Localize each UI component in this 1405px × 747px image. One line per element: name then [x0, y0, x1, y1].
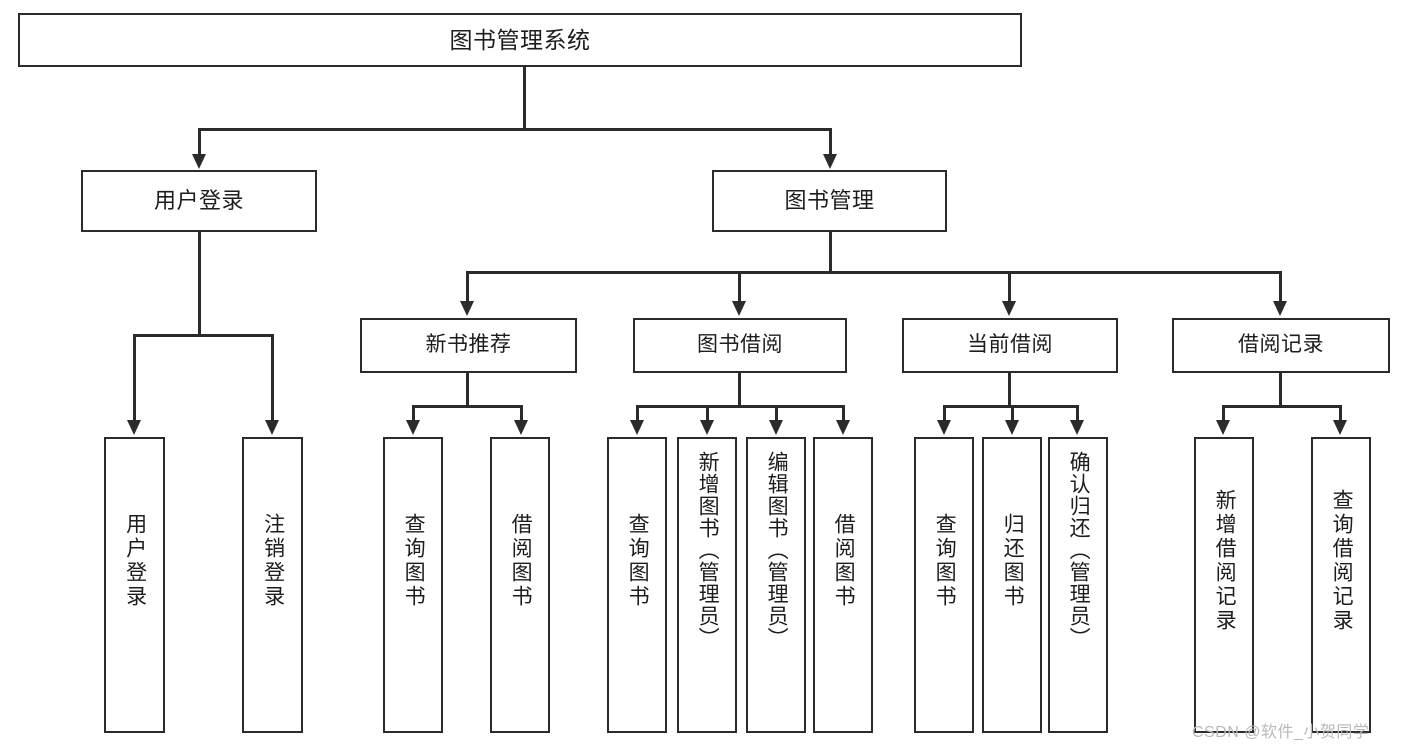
- connector-root-bar: [198, 128, 832, 131]
- connector-current-borrow-leaf-3: [1076, 405, 1079, 421]
- node-borrow-record[interactable]: 借阅记录: [1172, 318, 1390, 373]
- arrowhead-book-borrow-leaf-2: [700, 420, 714, 435]
- connector-book-manage-bar: [466, 271, 1280, 274]
- connector-borrow-record-bar: [1222, 405, 1341, 408]
- arrowhead-leaf-logout: [265, 420, 279, 435]
- leaf-query-book-recommend[interactable]: 查询图书: [383, 437, 443, 733]
- connector-user-login-leaf-1: [133, 334, 136, 421]
- node-label: 借阅记录: [1238, 333, 1324, 357]
- connector-new-book-stem: [466, 373, 469, 406]
- connector-current-borrow-leaf-2: [1011, 405, 1014, 421]
- node-current-borrow[interactable]: 当前借阅: [902, 318, 1118, 373]
- connector-root-to-book-manage: [829, 128, 832, 156]
- watermark-label: CSDN @软件_小贺同学: [1192, 724, 1370, 741]
- node-book-manage[interactable]: 图书管理: [712, 170, 947, 232]
- leaf-return-book[interactable]: 归还图书: [982, 437, 1042, 733]
- connector-new-book-bar: [412, 405, 522, 408]
- node-label: 注销登录: [261, 513, 285, 609]
- arrowhead-new-book-leaf-2: [514, 420, 528, 435]
- connector-borrow-record-leaf-1: [1222, 405, 1225, 421]
- arrowhead-current-borrow-leaf-1: [937, 420, 951, 435]
- arrowhead-borrow-record: [1273, 301, 1287, 316]
- arrowhead-borrow-record-leaf-2: [1333, 420, 1347, 435]
- leaf-borrow-book[interactable]: 借阅图书: [813, 437, 873, 733]
- node-label: 用户登录: [123, 513, 147, 609]
- connector-book-borrow-leaf-4: [842, 405, 845, 421]
- connector-book-borrow-leaf-1: [636, 405, 639, 421]
- connector-to-book-borrow: [738, 271, 741, 303]
- connector-borrow-record-leaf-2: [1339, 405, 1342, 421]
- node-label: 查询图书: [626, 513, 650, 609]
- leaf-logout[interactable]: 注销登录: [242, 437, 303, 733]
- node-label: 编辑图书（管理员）: [765, 451, 789, 649]
- arrowhead-book-manage: [823, 154, 837, 169]
- connector-book-borrow-stem: [738, 373, 741, 406]
- node-label: 当前借阅: [967, 333, 1053, 357]
- arrowhead-book-borrow: [732, 301, 746, 316]
- leaf-query-book-borrow[interactable]: 查询图书: [607, 437, 667, 733]
- node-label: 用户登录: [153, 188, 244, 214]
- leaf-query-borrow-record[interactable]: 查询借阅记录: [1311, 437, 1371, 733]
- node-label: 借阅图书: [509, 513, 533, 609]
- connector-new-book-leaf-1: [412, 405, 415, 421]
- node-book-borrow[interactable]: 图书借阅: [633, 318, 847, 373]
- node-label: 查询图书: [402, 513, 426, 609]
- leaf-add-borrow-record[interactable]: 新增借阅记录: [1194, 437, 1254, 733]
- connector-book-borrow-leaf-3: [775, 405, 778, 421]
- connector-root-to-user-login: [198, 128, 201, 156]
- arrowhead-current-borrow-leaf-2: [1005, 420, 1019, 435]
- node-label: 查询图书: [933, 513, 957, 609]
- connector-book-borrow-leaf-2: [706, 405, 709, 421]
- arrowhead-book-borrow-leaf-3: [769, 420, 783, 435]
- leaf-edit-book-admin[interactable]: 编辑图书（管理员）: [746, 437, 806, 733]
- leaf-borrow-book-recommend[interactable]: 借阅图书: [490, 437, 550, 733]
- connector-current-borrow-leaf-1: [943, 405, 946, 421]
- arrowhead-book-borrow-leaf-4: [836, 420, 850, 435]
- leaf-confirm-return-admin[interactable]: 确认归还（管理员）: [1048, 437, 1108, 733]
- node-label: 新增图书（管理员）: [696, 451, 720, 649]
- connector-user-login-stem: [198, 232, 201, 334]
- node-label: 查询借阅记录: [1330, 489, 1354, 633]
- node-label: 图书管理系统: [449, 26, 591, 53]
- node-label: 借阅图书: [832, 513, 856, 609]
- node-label: 新增借阅记录: [1213, 489, 1237, 633]
- connector-user-login-leaf-2: [271, 334, 274, 421]
- node-label: 图书借阅: [697, 333, 783, 357]
- leaf-add-book-admin[interactable]: 新增图书（管理员）: [677, 437, 737, 733]
- node-label: 新书推荐: [425, 333, 512, 357]
- connector-book-borrow-bar: [636, 405, 844, 408]
- connector-new-book-leaf-2: [520, 405, 523, 421]
- arrowhead-new-book: [460, 301, 474, 316]
- arrowhead-leaf-user-login: [127, 420, 141, 435]
- connector-current-borrow-stem: [1008, 373, 1011, 406]
- connector-user-login-bar: [133, 334, 273, 337]
- arrowhead-new-book-leaf-1: [406, 420, 420, 435]
- connector-current-borrow-bar: [943, 405, 1078, 408]
- node-label: 确认归还（管理员）: [1067, 451, 1091, 649]
- connector-to-borrow-record: [1279, 271, 1282, 303]
- connector-root-stem: [523, 67, 526, 128]
- leaf-user-login[interactable]: 用户登录: [104, 437, 165, 733]
- node-user-login[interactable]: 用户登录: [81, 170, 317, 232]
- node-root-system[interactable]: 图书管理系统: [18, 13, 1022, 67]
- connector-to-new-book: [466, 271, 469, 303]
- connector-book-manage-stem: [829, 232, 832, 272]
- node-label: 归还图书: [1001, 513, 1025, 609]
- arrowhead-borrow-record-leaf-1: [1216, 420, 1230, 435]
- arrowhead-book-borrow-leaf-1: [630, 420, 644, 435]
- connector-borrow-record-stem: [1279, 373, 1282, 406]
- node-label: 图书管理: [784, 188, 875, 214]
- connector-to-current-borrow: [1008, 271, 1011, 303]
- leaf-query-book-current[interactable]: 查询图书: [914, 437, 974, 733]
- node-new-book-recommend[interactable]: 新书推荐: [360, 318, 577, 373]
- arrowhead-current-borrow-leaf-3: [1070, 420, 1084, 435]
- arrowhead-user-login: [192, 154, 206, 169]
- arrowhead-current-borrow: [1002, 301, 1016, 316]
